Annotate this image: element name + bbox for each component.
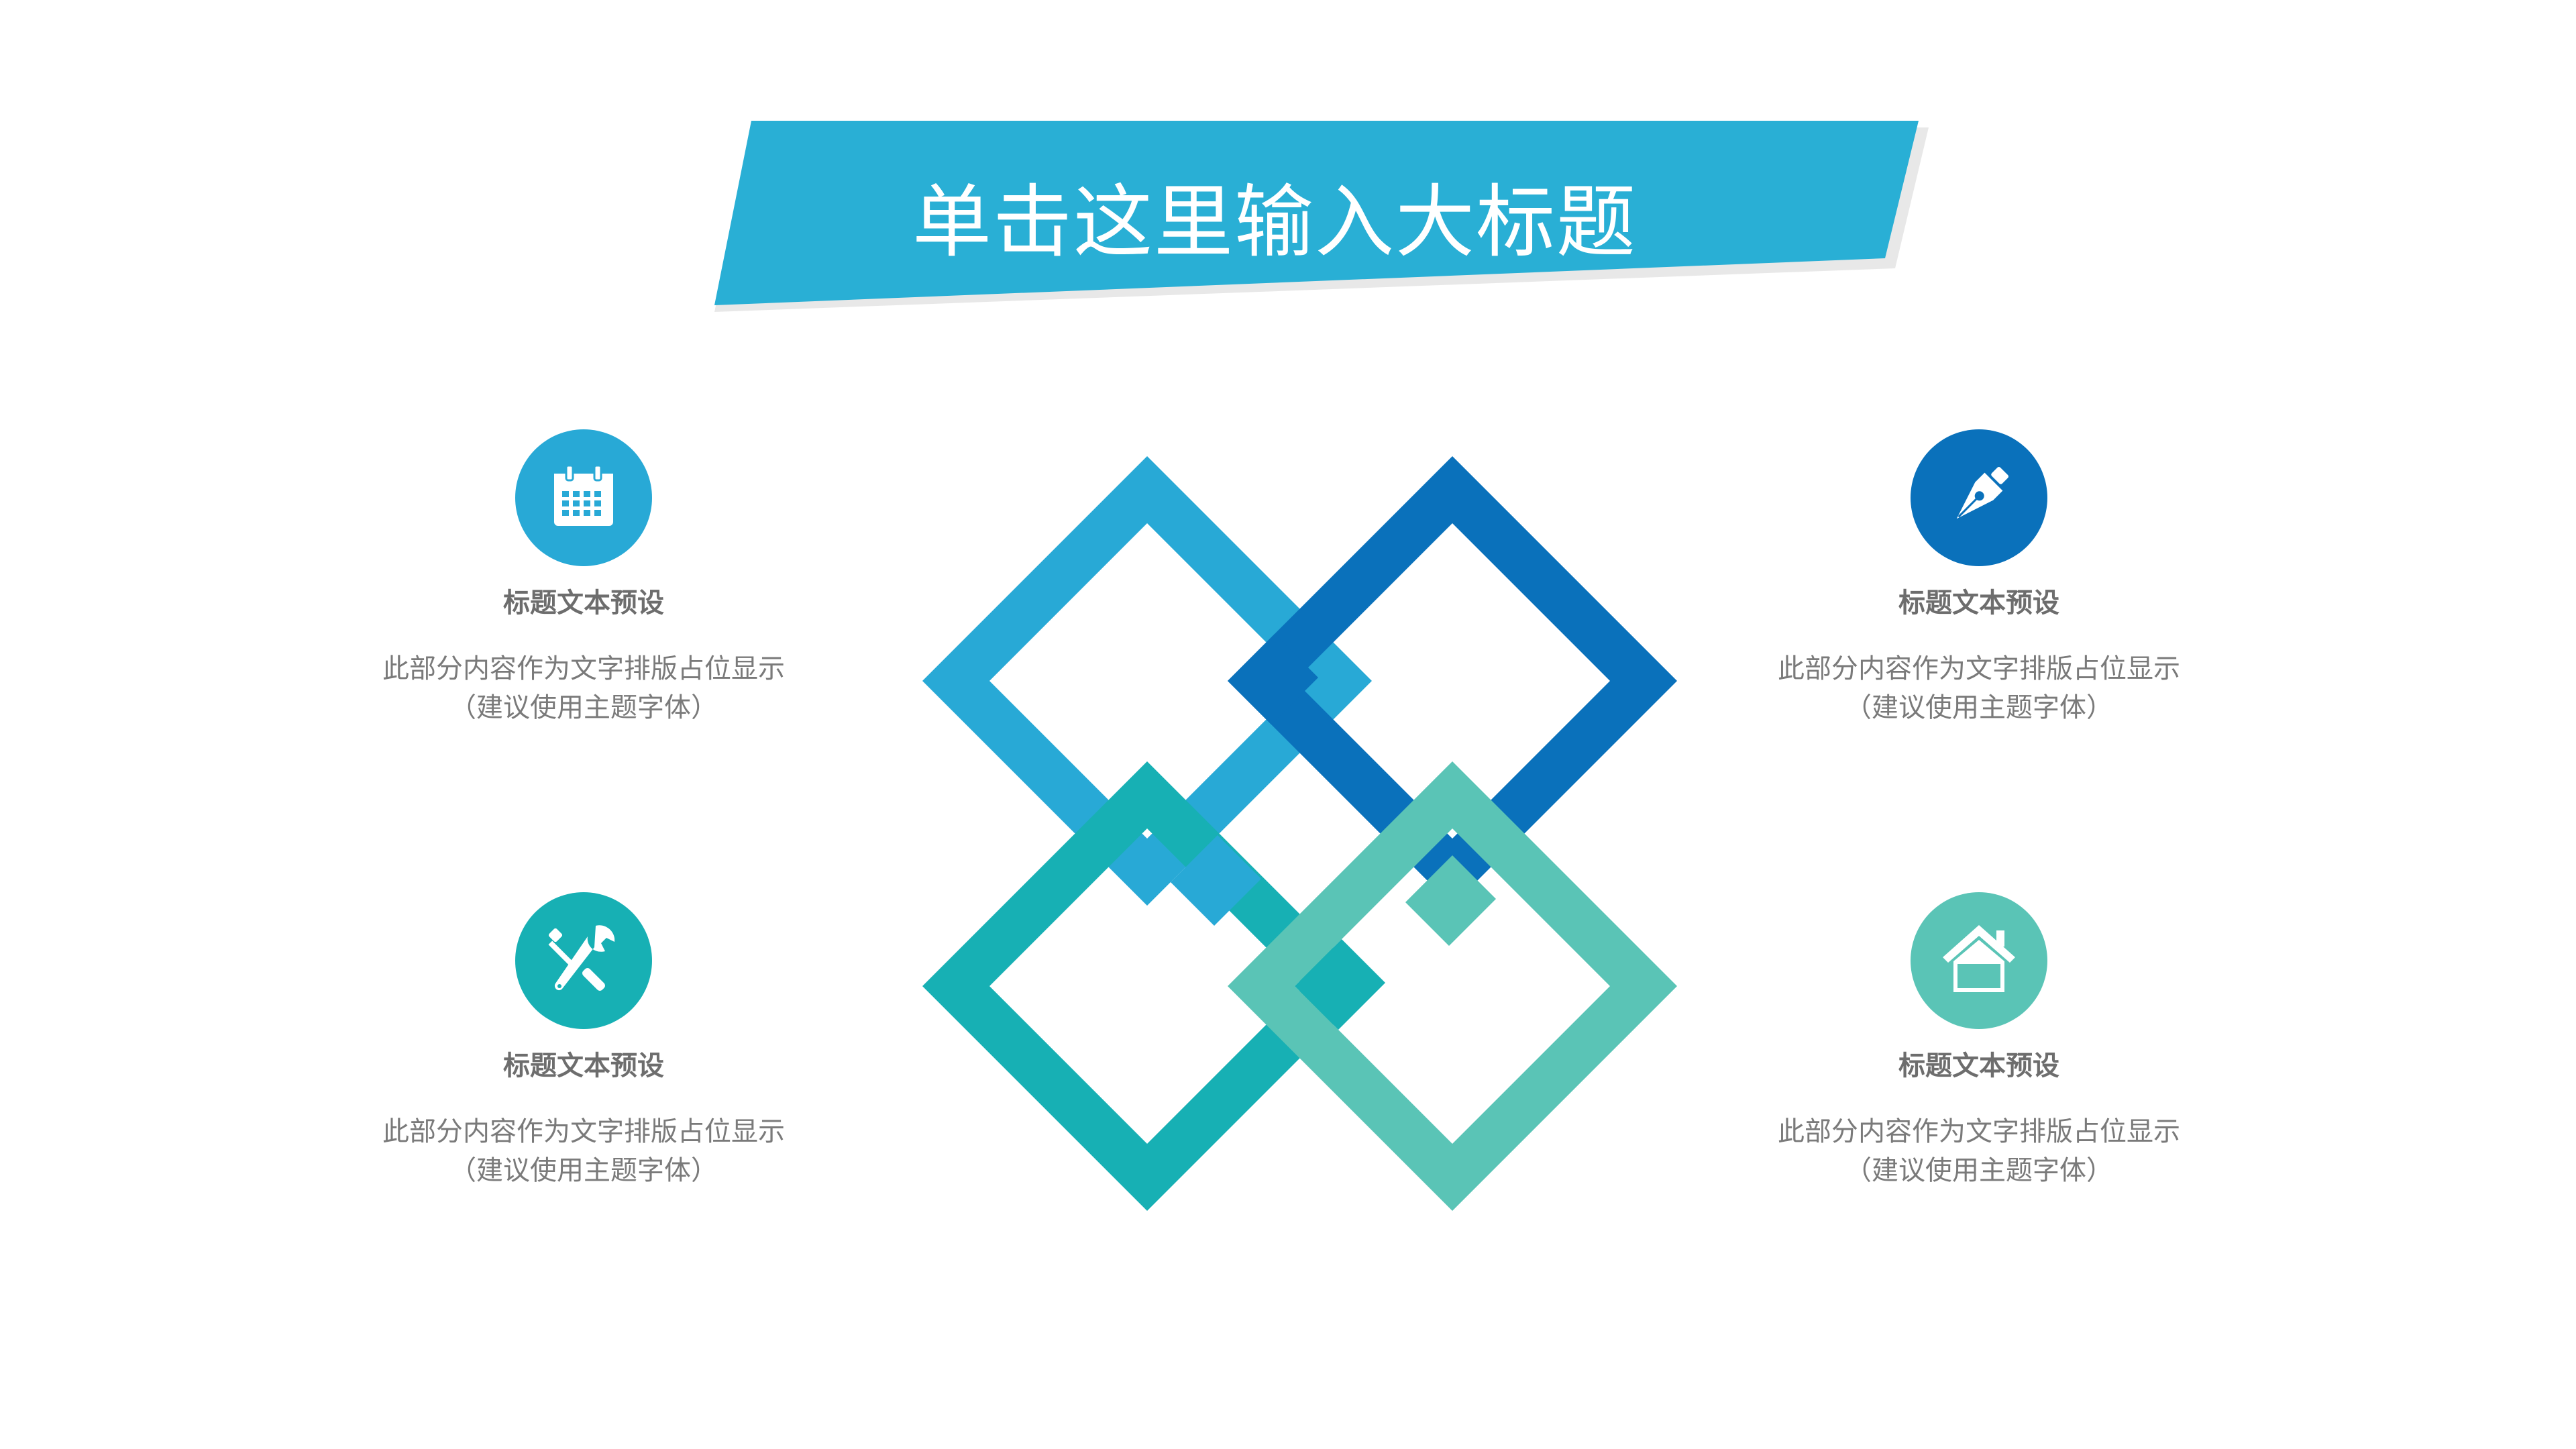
feature-item: 标题文本预设 此部分内容作为文字排版占位显示 （建议使用主题字体） bbox=[1724, 892, 2234, 1190]
feature-description[interactable]: 此部分内容作为文字排版占位显示 （建议使用主题字体） bbox=[329, 649, 839, 727]
feature-item: 标题文本预设 此部分内容作为文字排版占位显示 （建议使用主题字体） bbox=[329, 429, 839, 727]
feature-title[interactable]: 标题文本预设 bbox=[503, 1051, 664, 1081]
feature-item: 标题文本预设 此部分内容作为文字排版占位显示 （建议使用主题字体） bbox=[1724, 429, 2234, 727]
home-icon bbox=[1939, 922, 2019, 999]
title-banner bbox=[704, 117, 1939, 312]
calendar-icon bbox=[549, 462, 619, 534]
feature-icon-circle bbox=[1911, 429, 2047, 566]
feature-item: 标题文本预设 此部分内容作为文字排版占位显示 （建议使用主题字体） bbox=[329, 892, 839, 1190]
diamond-top-right bbox=[1228, 456, 1677, 906]
description-line: 此部分内容作为文字排版占位显示 bbox=[382, 1116, 785, 1147]
diamond-bottom-right bbox=[1228, 761, 1677, 1211]
diamond-top-left bbox=[922, 456, 1372, 906]
feature-icon-circle bbox=[515, 429, 652, 566]
feature-icon-circle bbox=[1911, 892, 2047, 1029]
feature-icon-circle bbox=[515, 892, 652, 1029]
description-line: 此部分内容作为文字排版占位显示 bbox=[1778, 653, 2180, 684]
feature-title[interactable]: 标题文本预设 bbox=[1898, 588, 2059, 619]
description-line: （建议使用主题字体） bbox=[1845, 692, 2113, 723]
feature-description[interactable]: 此部分内容作为文字排版占位显示 （建议使用主题字体） bbox=[329, 1112, 839, 1190]
description-line: 此部分内容作为文字排版占位显示 bbox=[382, 653, 785, 684]
feature-title[interactable]: 标题文本预设 bbox=[1898, 1051, 2059, 1081]
page-title[interactable]: 单击这里输入大标题 bbox=[912, 175, 1637, 268]
feature-description[interactable]: 此部分内容作为文字排版占位显示 （建议使用主题字体） bbox=[1724, 649, 2234, 727]
description-line: （建议使用主题字体） bbox=[1845, 1155, 2113, 1186]
description-line: （建议使用主题字体） bbox=[449, 1155, 718, 1186]
feature-title[interactable]: 标题文本预设 bbox=[503, 588, 664, 619]
pen-nib-icon bbox=[1942, 460, 2016, 536]
interlocked-diamonds-graphic bbox=[922, 456, 1677, 1211]
description-line: 此部分内容作为文字排版占位显示 bbox=[1778, 1116, 2180, 1147]
diamond-bottom-left bbox=[922, 761, 1372, 1211]
description-line: （建议使用主题字体） bbox=[449, 692, 718, 723]
tools-icon bbox=[543, 919, 624, 1002]
feature-description[interactable]: 此部分内容作为文字排版占位显示 （建议使用主题字体） bbox=[1724, 1112, 2234, 1190]
